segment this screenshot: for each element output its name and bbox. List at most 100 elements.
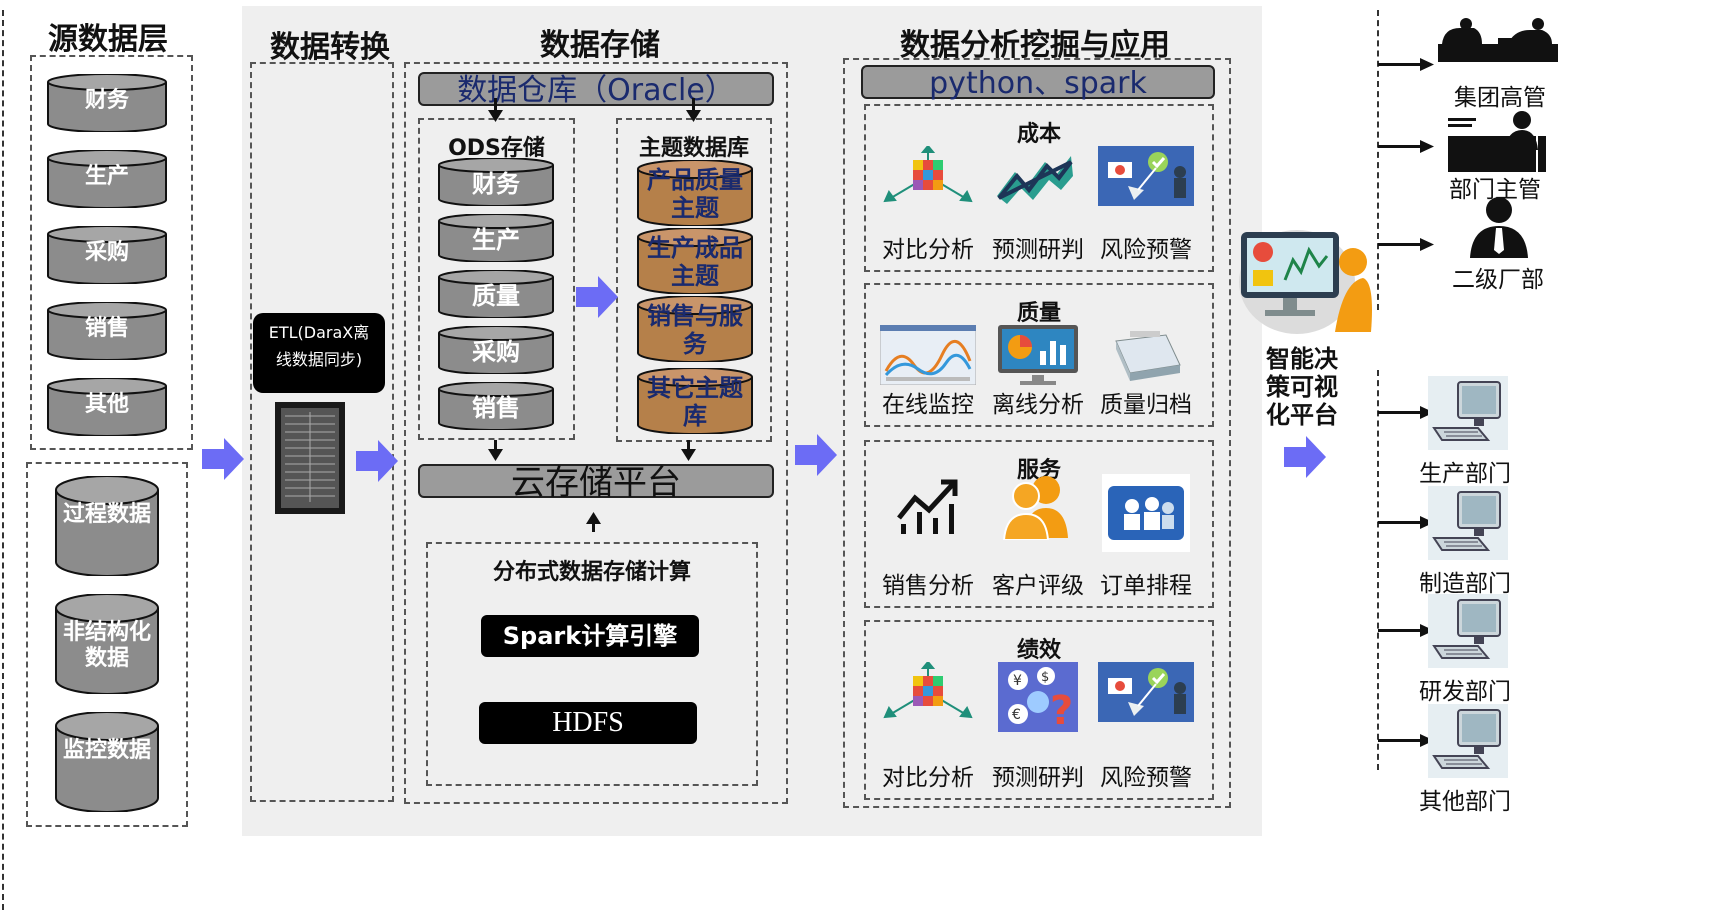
- computer-icon: [1428, 486, 1508, 564]
- source-cylinder-label: 销售: [84, 316, 129, 341]
- source-extra-cylinder-label: 过程数据: [62, 502, 151, 527]
- analysis-item-label: 风险预警: [1100, 237, 1192, 263]
- source-cylinder: 生产: [46, 150, 168, 208]
- source-cylinder: 采购: [46, 226, 168, 284]
- display-chart-icon: [990, 325, 1086, 387]
- user-label: 研发部门: [1419, 679, 1511, 705]
- users-top-divider: [1377, 10, 1379, 310]
- analysis-box: [843, 58, 1231, 808]
- theme-cylinder-label: 销售与服务: [647, 302, 743, 358]
- storage-box: [404, 62, 788, 804]
- analysis-item-label: 对比分析: [882, 237, 974, 263]
- distributed-title: 分布式数据存储计算: [492, 560, 691, 585]
- analysis-item-label: 销售分析: [882, 573, 974, 599]
- ods-cylinder-label: 财务: [472, 170, 520, 198]
- analysis-section-title: 成本: [1016, 122, 1061, 147]
- analysis-item-label: 风险预警: [1100, 765, 1192, 791]
- ods-cylinder-label: 生产: [472, 226, 520, 254]
- user-label: 生产部门: [1419, 461, 1511, 487]
- source-extra-cylinder-label: 非结构化数据: [62, 620, 151, 671]
- manager-desk-icon: [1448, 110, 1548, 176]
- left-divider: [2, 10, 4, 910]
- theme-cylinder: 销售与服务: [636, 296, 754, 362]
- spark-engine-label: Spark计算引擎: [481, 615, 699, 657]
- cloud-platform-bar: 云存储平台: [418, 464, 774, 500]
- source-cylinder-label: 其他: [84, 392, 129, 417]
- source-cylinder: 销售: [46, 302, 168, 360]
- platform-label: 智能决策可视化平台: [1266, 345, 1338, 429]
- ods-title: ODS存储: [448, 136, 545, 161]
- svg-text:?: ?: [1050, 688, 1073, 732]
- arrow-ods-to-theme: [576, 276, 618, 318]
- analysis-section-box: [864, 620, 1214, 800]
- analysis-section-title: 质量: [1016, 301, 1061, 326]
- hdfs-label: HDFS: [479, 702, 697, 744]
- user-arrow: [1378, 56, 1434, 75]
- warehouse-bar: 数据仓库（Oracle）: [418, 72, 774, 108]
- computer-icon: [1428, 704, 1508, 782]
- svg-text:$: $: [1041, 670, 1049, 685]
- analysis-item-label: 在线监控: [882, 392, 974, 418]
- analysis-section-box: [864, 283, 1214, 427]
- analysis-item-label: 客户评级: [992, 573, 1084, 599]
- risk-alert-icon: [1098, 662, 1194, 722]
- source-cylinder: 其他: [46, 378, 168, 436]
- source-cylinder-label: 采购: [84, 240, 129, 265]
- user-arrow: [1378, 404, 1434, 423]
- user-arrow: [1378, 236, 1434, 255]
- theme-cylinder: 产品质量主题: [636, 160, 754, 226]
- theme-cylinder: 其它主题库: [636, 368, 754, 434]
- computer-icon: [1428, 594, 1508, 672]
- executive-icon: [1438, 18, 1558, 66]
- svg-text:¥: ¥: [1013, 673, 1022, 689]
- archive-icon: [1098, 325, 1194, 385]
- small-arrows: [488, 98, 701, 532]
- theme-cylinder-label: 其它主题库: [647, 374, 743, 430]
- source-title: 源数据层: [48, 22, 168, 57]
- arrow-platform-to-users: [1284, 436, 1326, 478]
- risk-alert-icon: [1098, 146, 1194, 206]
- analysis-item-label: 预测研判: [992, 237, 1084, 263]
- line-chart-icon: [880, 474, 976, 534]
- source-extra-cylinder: 监控数据: [54, 712, 160, 812]
- source-extra-box: [26, 462, 188, 827]
- distributed-box: [426, 542, 758, 786]
- analysis-item-label: 质量归档: [1100, 392, 1192, 418]
- ods-cylinder: 质量: [437, 270, 555, 318]
- etl-label: ETL(DaraX离线数据同步): [253, 313, 385, 393]
- dashboard-person-icon: [1239, 230, 1372, 334]
- analysis-item-label: 对比分析: [882, 765, 974, 791]
- arrow-storage-to-analysis: [795, 434, 837, 476]
- analysis-section-title: 绩效: [1016, 638, 1061, 663]
- storage-title: 数据存储: [540, 28, 660, 63]
- trend-arrow-icon: [990, 146, 1086, 206]
- svg-text:€: €: [1012, 707, 1021, 723]
- user-label: 其他部门: [1419, 789, 1511, 815]
- user-label: 集团高管: [1454, 85, 1546, 111]
- ods-cylinder: 采购: [437, 326, 555, 374]
- arrow-transform-to-storage: [356, 440, 398, 482]
- ods-cylinder: 财务: [437, 158, 555, 206]
- user-label: 制造部门: [1419, 571, 1511, 597]
- user-arrow: [1378, 514, 1434, 533]
- ods-cylinder-label: 采购: [472, 338, 520, 366]
- ods-cylinder-label: 销售: [472, 394, 520, 422]
- source-cylinder-label: 财务: [84, 88, 129, 113]
- source-cylinder-label: 生产: [84, 164, 129, 189]
- users-bottom-divider: [1377, 370, 1379, 770]
- question-currency-icon: ¥ $ €?: [990, 662, 1086, 732]
- cube-icon: [880, 146, 976, 206]
- ods-cylinder: 销售: [437, 382, 555, 430]
- source-extra-cylinder-label: 监控数据: [62, 738, 151, 763]
- source-box: [30, 55, 193, 450]
- computer-icon: [1428, 376, 1508, 454]
- transform-title: 数据转换: [270, 30, 390, 65]
- theme-cylinder-label: 生产成品主题: [647, 234, 743, 290]
- theme-title: 主题数据库: [638, 136, 749, 161]
- team-icon: [1098, 474, 1194, 552]
- users-icon: [990, 474, 1086, 540]
- user-label: 二级厂部: [1452, 267, 1544, 293]
- python-spark-bar: python、spark: [861, 65, 1215, 101]
- source-cylinder: 财务: [46, 74, 168, 132]
- analysis-item-label: 预测研判: [992, 765, 1084, 791]
